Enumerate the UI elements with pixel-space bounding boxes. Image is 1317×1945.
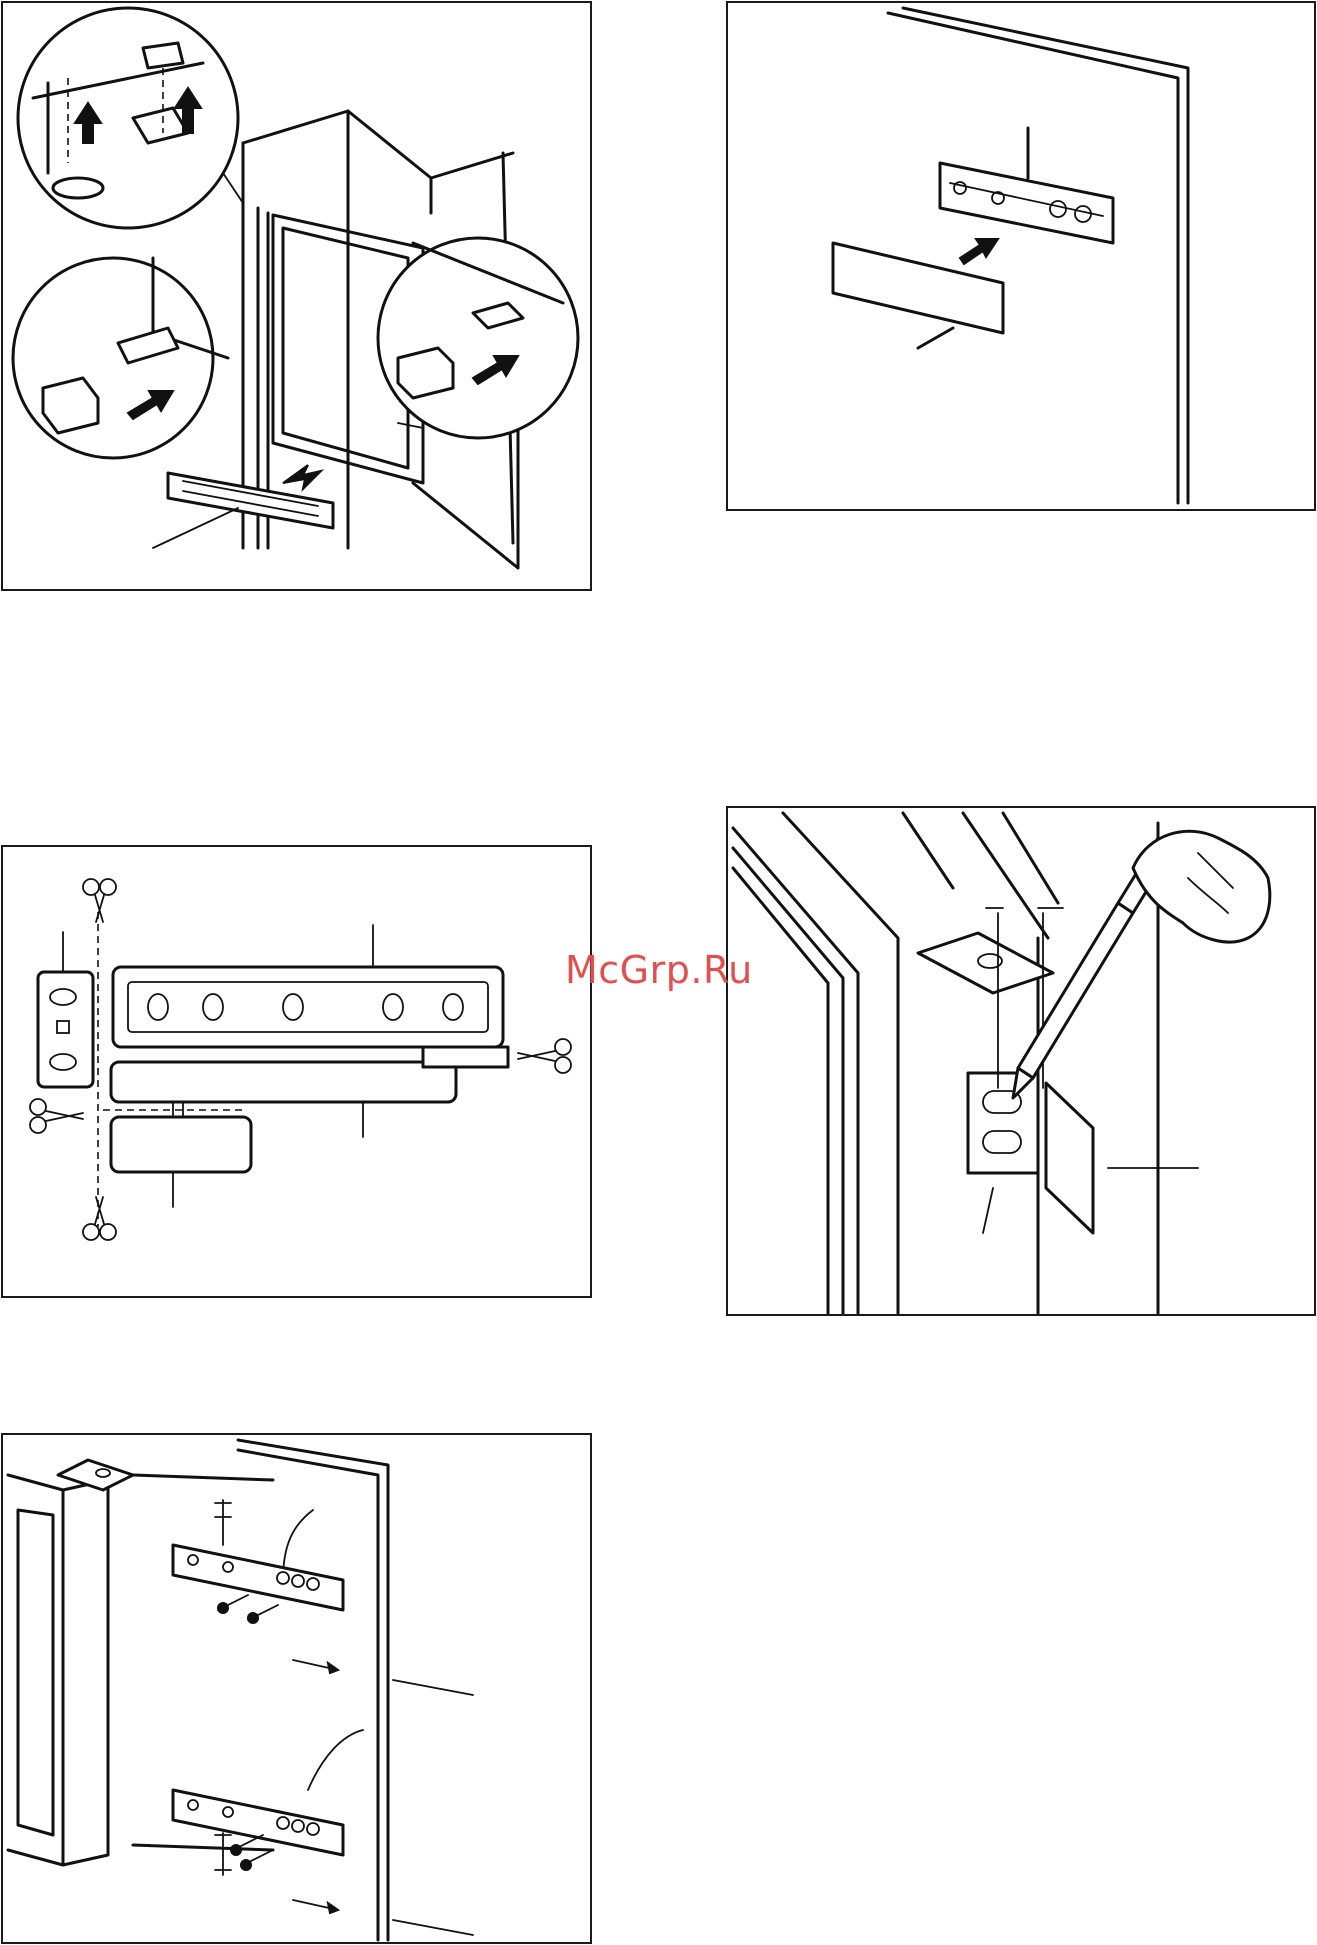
screw-brackets-illustration bbox=[3, 1435, 592, 1944]
scissors-cut-parts-illustration bbox=[3, 847, 592, 1298]
figure-mark-holes bbox=[726, 806, 1316, 1316]
watermark-text: McGrp.Ru bbox=[565, 948, 753, 992]
scissors-icon-bottom bbox=[83, 1197, 116, 1240]
figure-bracket-on-door bbox=[726, 1, 1316, 511]
figure-hinge-cover-removal bbox=[1, 1, 592, 591]
figure-fix-brackets bbox=[1, 1433, 592, 1944]
scissors-icon-top bbox=[83, 879, 116, 922]
appliance-niche-spacer-illustration bbox=[3, 3, 592, 591]
figure-cut-parts bbox=[1, 845, 592, 1298]
scissors-icon-left bbox=[30, 1099, 83, 1133]
pencil-marking-illustration bbox=[728, 808, 1316, 1316]
scissors-icon-right bbox=[518, 1039, 571, 1073]
door-bracket-illustration bbox=[728, 3, 1316, 511]
